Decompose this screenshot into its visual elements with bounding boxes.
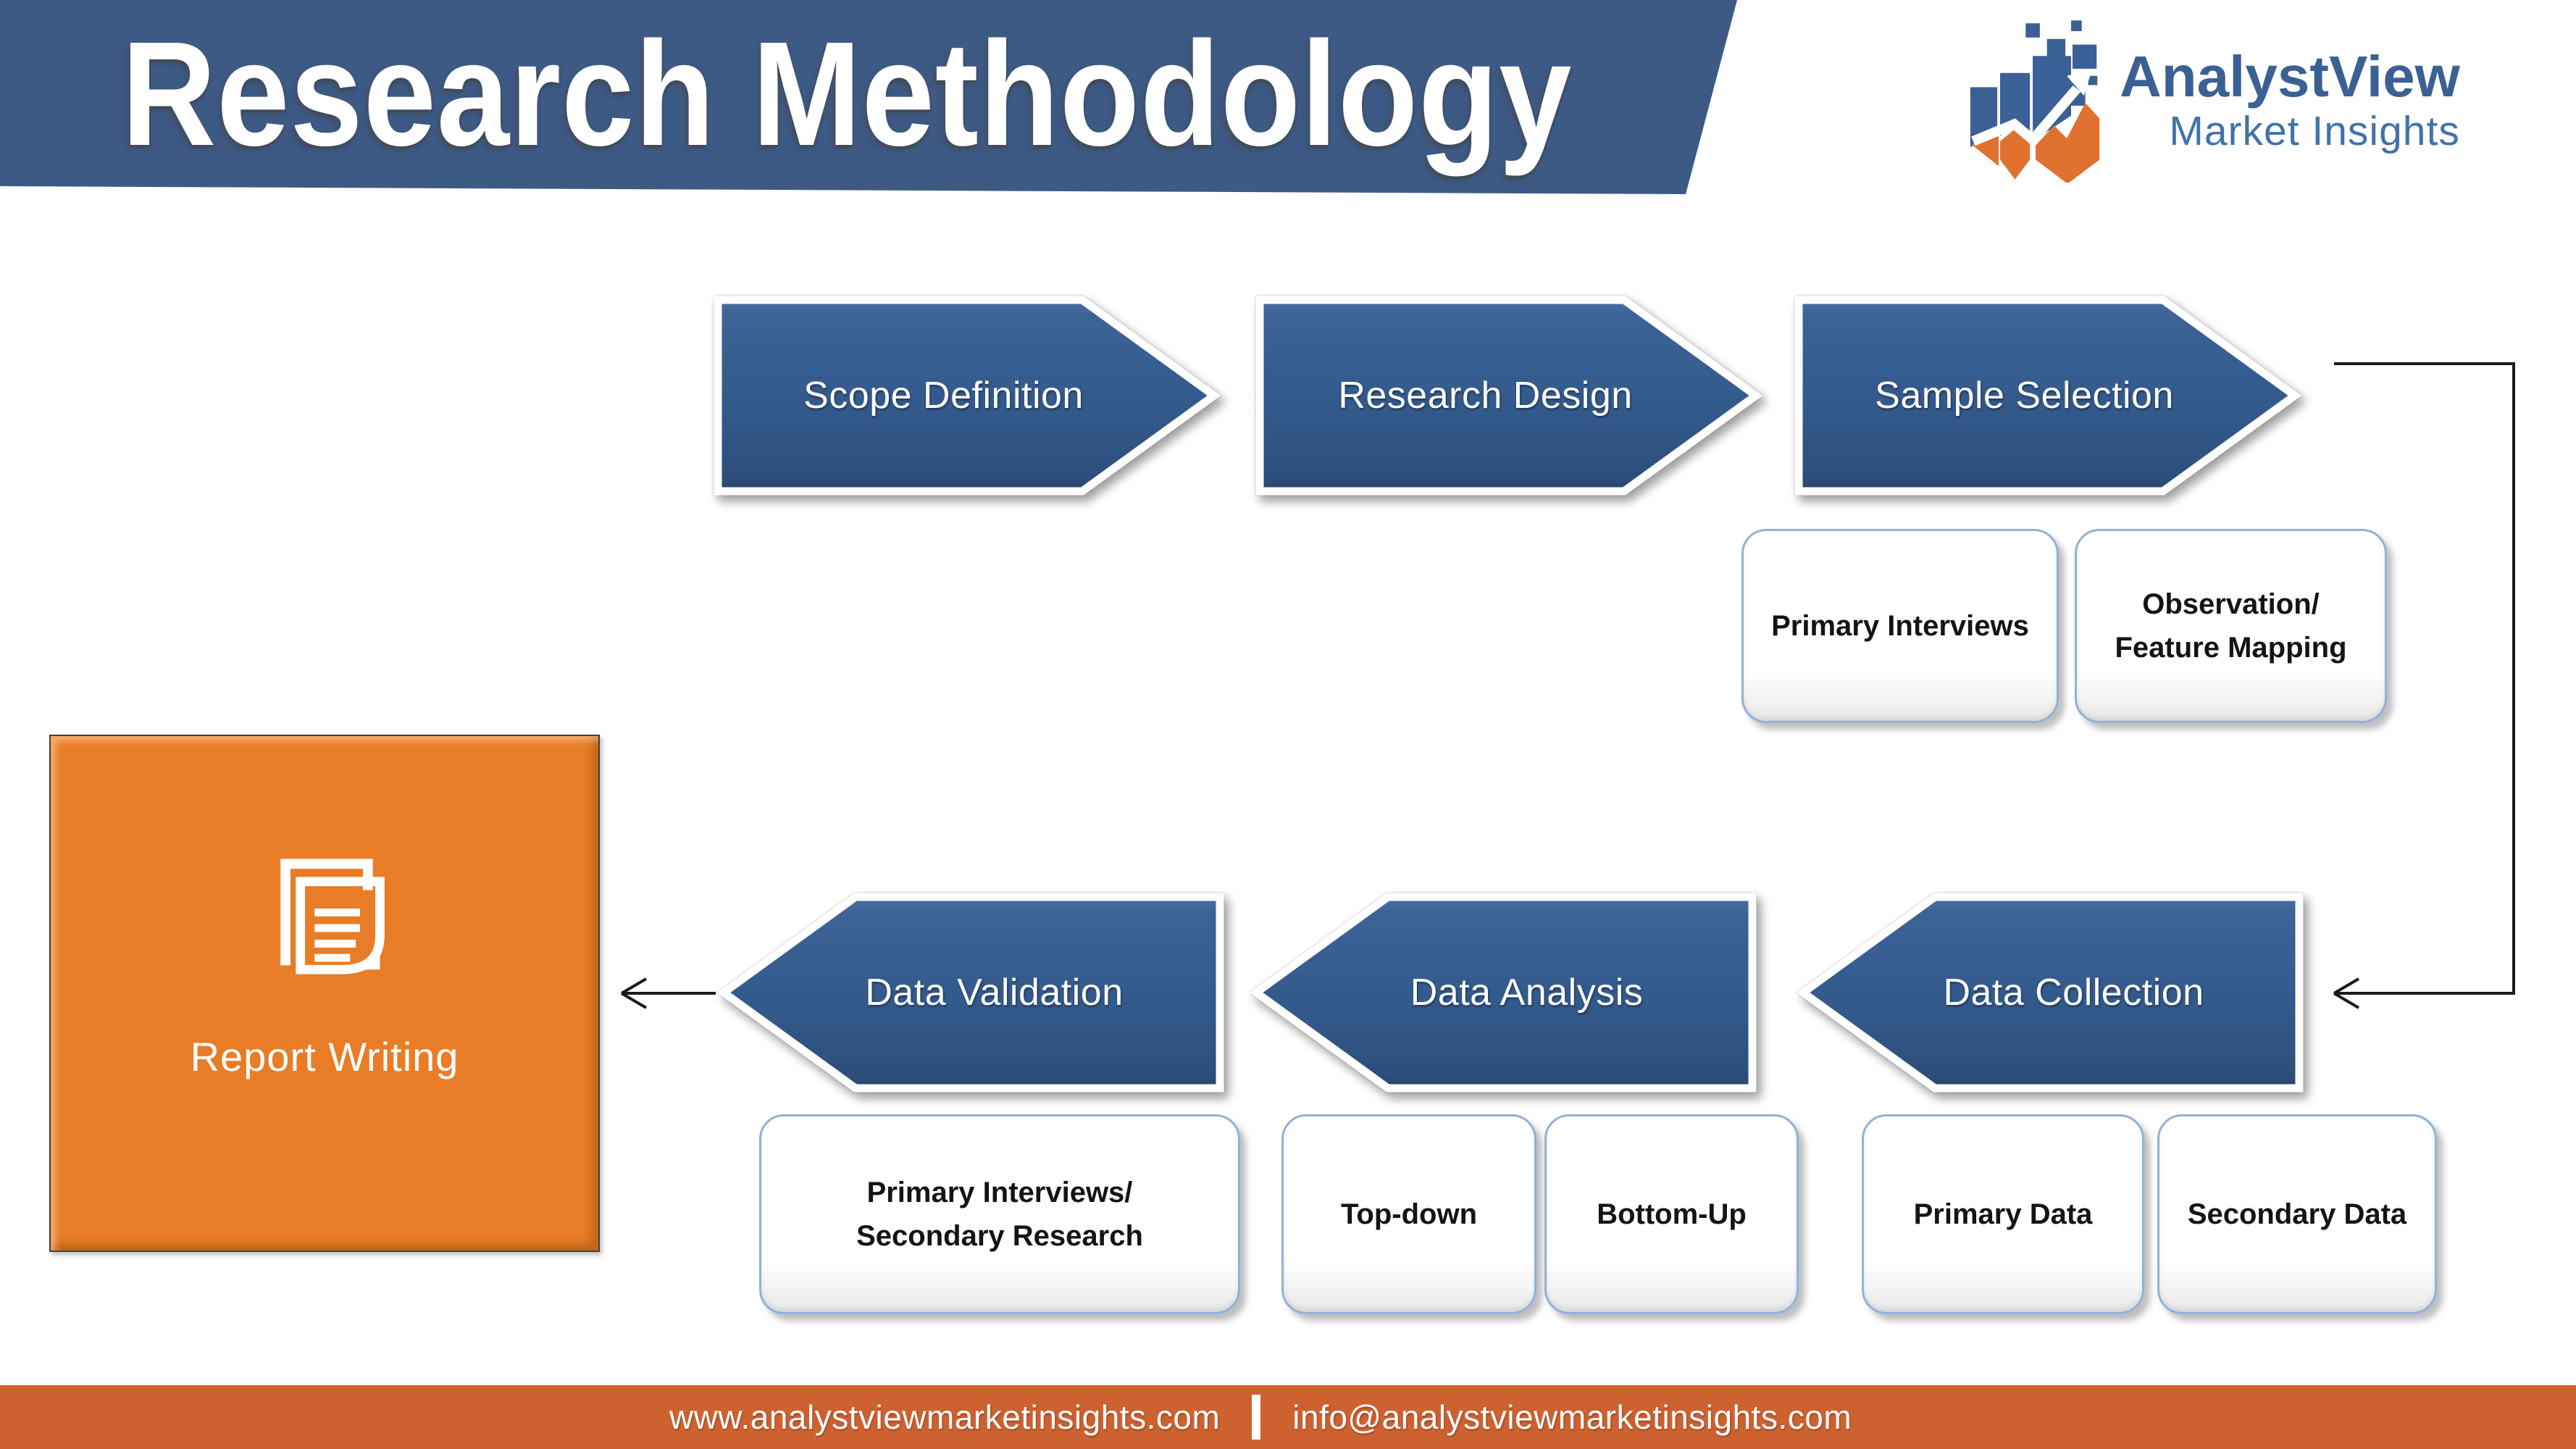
logo-text: AnalystView Market Insights (2120, 46, 2460, 156)
footer-content: www.analystviewmarketinsights.com info@a… (669, 1395, 1852, 1440)
connector-data-validation-to-report-writing (620, 977, 716, 1009)
callout-primary-interviews-secondary-research: Primary Interviews/ Secondary Research (759, 1114, 1240, 1314)
callout-line: Primary Data (1913, 1198, 2093, 1230)
callout-observation-feature-mapping: Observation/ Feature Mapping (2075, 529, 2387, 723)
flow-step-sample-selection: Sample Selection (1794, 293, 2302, 498)
callout-line: Secondary Research (856, 1220, 1143, 1252)
footer-bar: www.analystviewmarketinsights.com info@a… (0, 1385, 2576, 1449)
brand-logo: AnalystView Market Insights (1965, 19, 2460, 183)
report-writing-box: Report Writing (49, 735, 600, 1252)
callout-line: Bottom-Up (1597, 1198, 1747, 1230)
flow-step-data-validation: Data Validation (716, 890, 1224, 1095)
report-writing-label: Report Writing (190, 1034, 459, 1080)
flow-step-label: Data Validation (865, 972, 1124, 1014)
flow-step-data-analysis: Data Analysis (1249, 890, 1757, 1095)
page-title: Research Methodology (122, 11, 1573, 177)
footer-email: info@analystviewmarketinsights.com (1292, 1398, 1852, 1436)
callout-secondary-data: Secondary Data (2157, 1114, 2437, 1314)
callout-bottom-up: Bottom-Up (1544, 1114, 1799, 1314)
footer-website: www.analystviewmarketinsights.com (669, 1398, 1221, 1436)
flow-step-label: Scope Definition (803, 375, 1084, 417)
logo-tagline: Market Insights (2169, 108, 2460, 155)
flow-step-label: Data Analysis (1410, 972, 1644, 1014)
flow-step-research-design: Research Design (1255, 293, 1763, 498)
callout-line: Top-down (1340, 1198, 1478, 1230)
footer-divider (1252, 1395, 1261, 1440)
flow-step-label: Sample Selection (1875, 375, 2174, 417)
callout-primary-data: Primary Data (1862, 1114, 2144, 1314)
flow-step-label: Data Collection (1943, 972, 2204, 1014)
callout-top-down: Top-down (1281, 1114, 1536, 1314)
document-pages-icon (280, 859, 385, 974)
callout-line: Feature Mapping (2115, 632, 2347, 664)
header-banner: Research Methodology (0, 0, 1737, 194)
flow-step-label: Research Design (1338, 375, 1633, 417)
callout-line: Primary Interviews (1771, 610, 2029, 642)
flow-step-scope-definition: Scope Definition (714, 293, 1221, 498)
logo-brand-name: AnalystView (2120, 43, 2460, 109)
callout-primary-interviews: Primary Interviews (1741, 529, 2059, 723)
flow-step-data-collection: Data Collection (1796, 890, 2304, 1095)
logo-icon (1970, 20, 2100, 183)
callout-line: Observation/ (2142, 588, 2320, 620)
callout-line: Primary Interviews/ (866, 1177, 1133, 1208)
callout-line: Secondary Data (2187, 1198, 2407, 1230)
